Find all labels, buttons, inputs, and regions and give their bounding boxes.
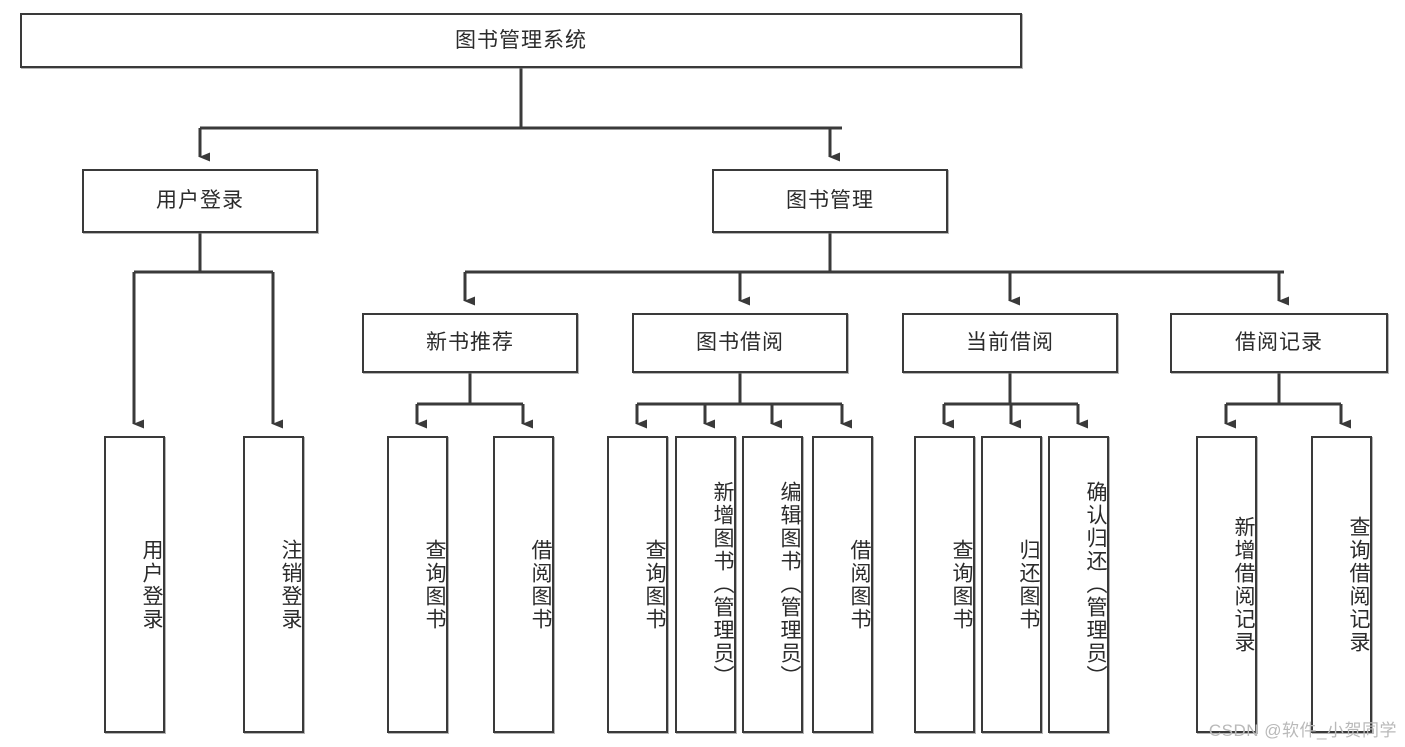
- node-label: 新增图书（管理员）: [711, 481, 734, 688]
- leaf-return-book[interactable]: 归还图书: [981, 436, 1042, 733]
- node-label: 用户登录: [156, 189, 244, 213]
- node-label: 图书管理系统: [455, 28, 587, 52]
- node-book-borrow[interactable]: 图书借阅: [632, 313, 848, 373]
- leaf-query-book-current[interactable]: 查询图书: [914, 436, 975, 733]
- leaf-query-book-borrow[interactable]: 查询图书: [607, 436, 668, 733]
- leaf-query-book-recommend[interactable]: 查询图书: [387, 436, 448, 733]
- leaf-add-book-admin[interactable]: 新增图书（管理员）: [675, 436, 736, 733]
- node-label: 查询图书: [423, 538, 446, 631]
- node-label: 图书借阅: [696, 331, 784, 355]
- node-borrow-record[interactable]: 借阅记录: [1170, 313, 1388, 373]
- node-user-login[interactable]: 用户登录: [82, 169, 318, 233]
- node-label: 归还图书: [1017, 538, 1040, 631]
- leaf-borrow-book-borrow[interactable]: 借阅图书: [812, 436, 873, 733]
- leaf-query-borrow-record[interactable]: 查询借阅记录: [1311, 436, 1372, 733]
- node-label: 查询图书: [643, 538, 666, 631]
- node-new-book-recommend[interactable]: 新书推荐: [362, 313, 578, 373]
- node-label: 新书推荐: [426, 331, 514, 355]
- node-label: 编辑图书（管理员）: [778, 481, 801, 688]
- node-label: 借阅图书: [529, 538, 552, 631]
- node-label: 确认归还（管理员）: [1084, 481, 1107, 688]
- node-label: 借阅图书: [848, 538, 871, 631]
- leaf-user-login[interactable]: 用户登录: [104, 436, 165, 733]
- node-label: 当前借阅: [966, 331, 1054, 355]
- leaf-borrow-book-recommend[interactable]: 借阅图书: [493, 436, 554, 733]
- node-label: 注销登录: [279, 538, 302, 631]
- leaf-edit-book-admin[interactable]: 编辑图书（管理员）: [742, 436, 803, 733]
- leaf-add-borrow-record[interactable]: 新增借阅记录: [1196, 436, 1257, 733]
- node-root-book-management-system[interactable]: 图书管理系统: [20, 13, 1022, 68]
- node-label: 图书管理: [786, 189, 874, 213]
- node-current-borrow[interactable]: 当前借阅: [902, 313, 1118, 373]
- node-label: 查询借阅记录: [1347, 515, 1370, 654]
- node-label: 新增借阅记录: [1232, 515, 1255, 654]
- node-label: 查询图书: [950, 538, 973, 631]
- leaf-logout-login[interactable]: 注销登录: [243, 436, 304, 733]
- csdn-watermark: CSDN @软件_小贺同学: [1208, 721, 1397, 740]
- node-book-manage[interactable]: 图书管理: [712, 169, 948, 233]
- leaf-confirm-return-admin[interactable]: 确认归还（管理员）: [1048, 436, 1109, 733]
- node-label: 用户登录: [140, 538, 163, 631]
- node-label: 借阅记录: [1235, 331, 1323, 355]
